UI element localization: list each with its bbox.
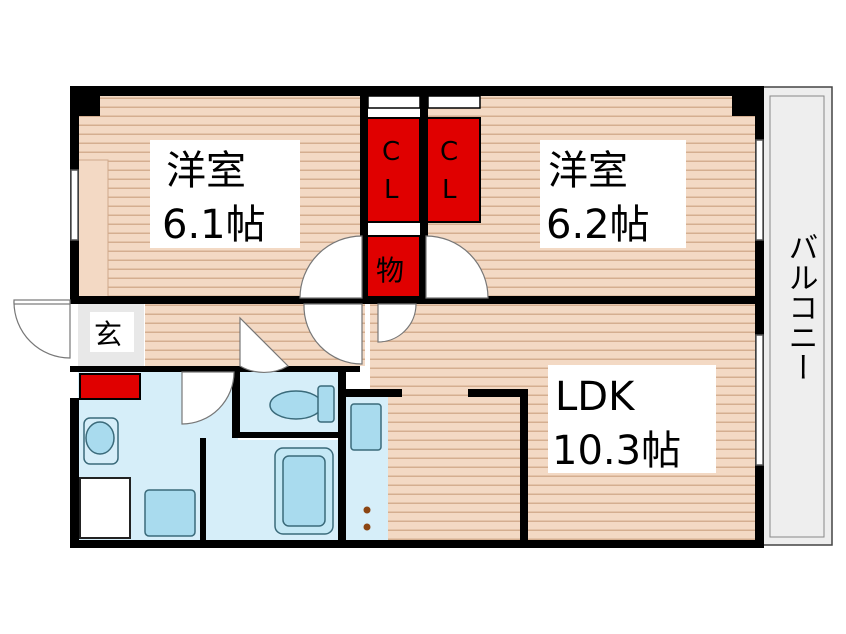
- storage-label: 物: [376, 254, 404, 287]
- interior-walls: [70, 96, 762, 542]
- ldk-name: LDK: [555, 374, 636, 420]
- sink-icon: [85, 421, 115, 455]
- ldk-size: 10.3帖: [552, 428, 681, 474]
- stove-burner-icon-2: [363, 523, 371, 531]
- stove-burner-icon: [363, 506, 371, 514]
- closet-header-2: [427, 95, 481, 109]
- balcony-label: バルコニー: [783, 232, 818, 382]
- western-left-label-bg: [150, 140, 300, 248]
- washer-space: [79, 477, 131, 539]
- shoe-closet: [79, 373, 141, 400]
- western-right-label-bg: [540, 140, 686, 248]
- western-right-name: 洋室: [548, 148, 628, 194]
- floor-left-strip: [77, 159, 109, 299]
- closet-left-l: L: [384, 175, 399, 205]
- washbasin-icon: [83, 417, 119, 465]
- closet-right: [425, 117, 481, 223]
- closet-right-l: L: [442, 175, 457, 205]
- balcony-rail: [769, 95, 825, 538]
- western-left-name: 洋室: [166, 148, 246, 194]
- western-right-size: 6.2帖: [546, 202, 650, 248]
- doors: [13, 235, 489, 425]
- kitchen-sink-icon: [350, 403, 382, 451]
- closet-right-c: C: [440, 137, 458, 167]
- balcony-area: [761, 86, 833, 546]
- ldk-label-bg: [548, 365, 716, 473]
- western-left-size: 6.1帖: [162, 202, 266, 248]
- washing-machine-icon: [144, 489, 196, 537]
- closet-left: [365, 117, 421, 223]
- genkan-label-bg: [90, 312, 134, 352]
- closet-header: [367, 95, 421, 109]
- closet-left-c: C: [382, 137, 400, 167]
- windows: [70, 139, 764, 466]
- storage-closet: [365, 235, 421, 299]
- genkan-label: 玄: [94, 318, 122, 351]
- toilet-icon: [269, 390, 323, 420]
- fixtures: [83, 385, 382, 537]
